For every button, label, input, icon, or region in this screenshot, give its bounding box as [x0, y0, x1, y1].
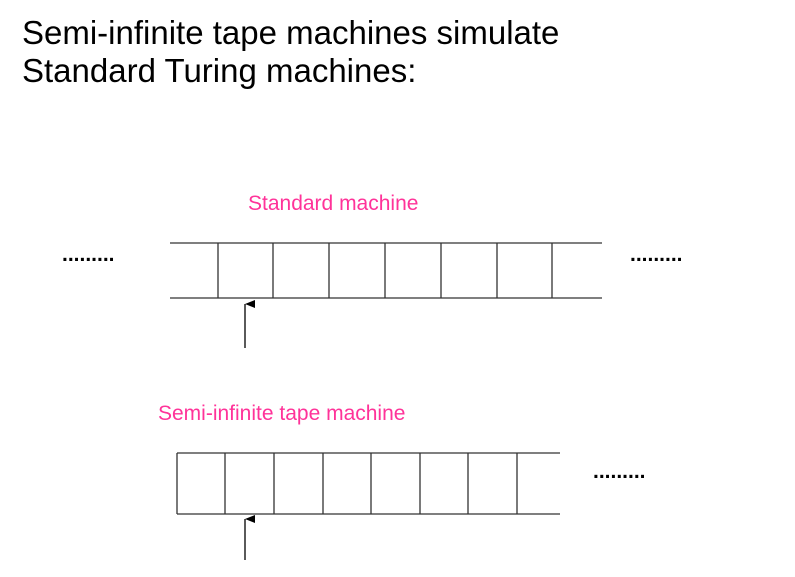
slide-title: Semi-infinite tape machines simulate Sta…: [22, 14, 559, 90]
title-line-1: Semi-infinite tape machines simulate: [22, 14, 560, 51]
standard-tape: [170, 242, 602, 299]
semi-infinite-machine-label: Semi-infinite tape machine: [158, 402, 406, 425]
standard-machine-label: Standard machine: [248, 192, 419, 215]
standard-tape-right-ellipsis: .........: [630, 243, 683, 266]
standard-tape-left-ellipsis: .........: [62, 243, 115, 266]
title-line-2: Standard Turing machines:: [22, 52, 417, 89]
semi-infinite-tape-right-ellipsis: .........: [593, 460, 646, 483]
semi-infinite-tape: [176, 452, 560, 515]
